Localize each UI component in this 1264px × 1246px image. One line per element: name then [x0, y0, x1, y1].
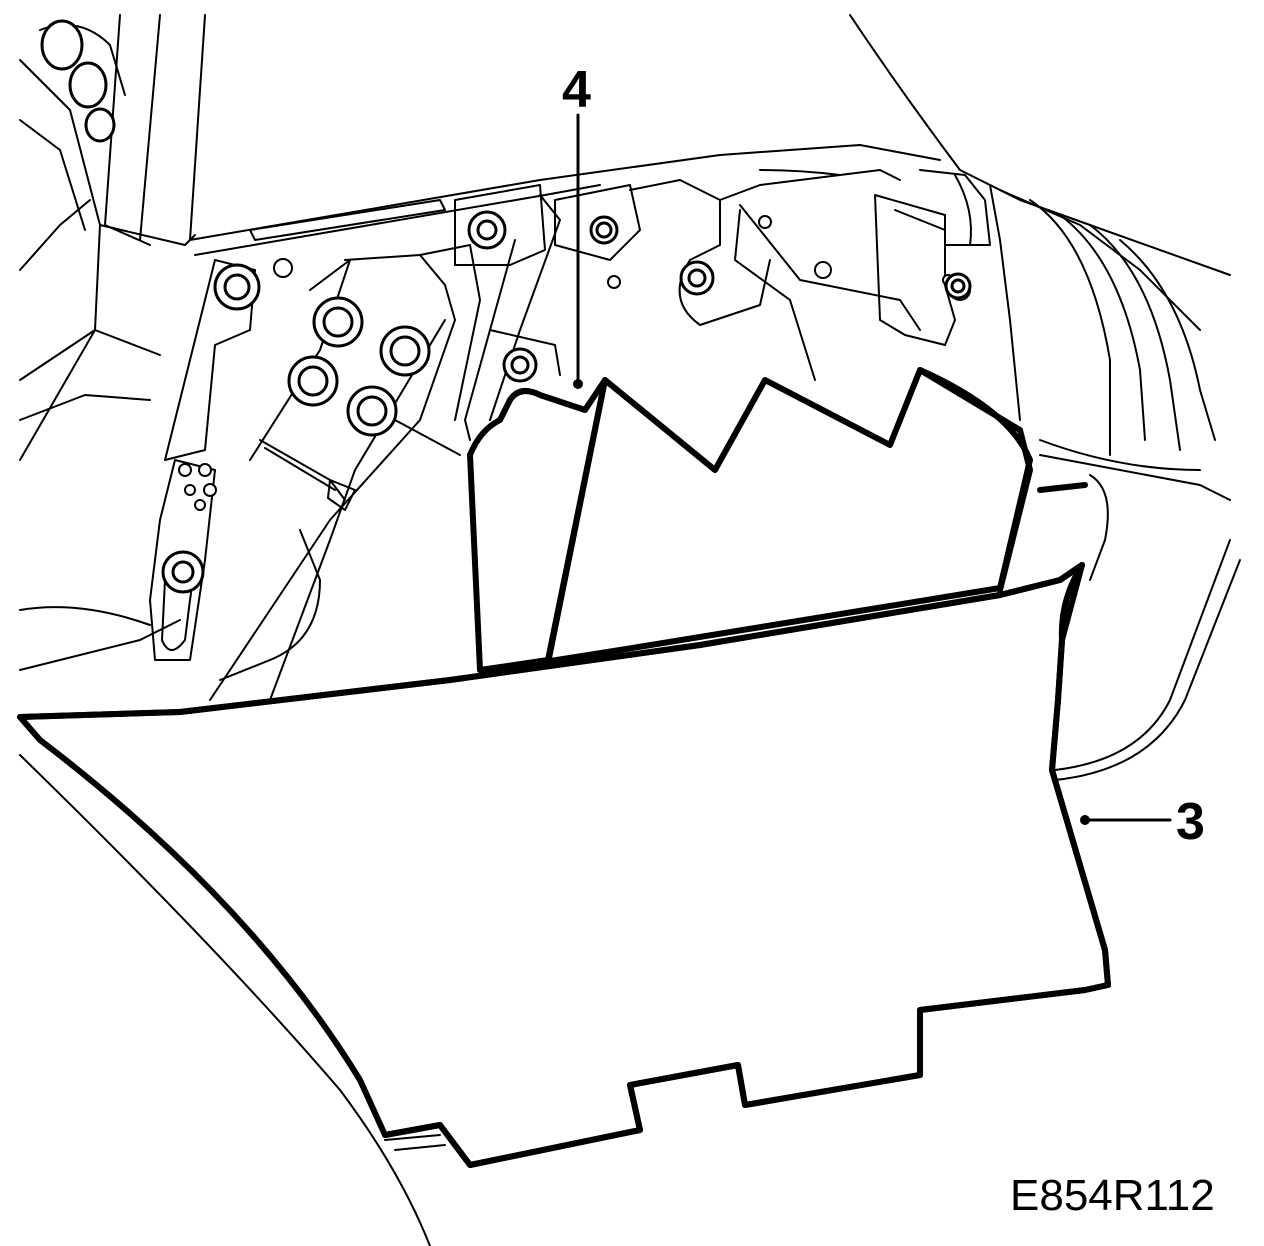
callout-label-3: 3 [1176, 793, 1205, 851]
part-4-panel [467, 367, 1088, 675]
callout-leaders [573, 113, 1172, 825]
bolt-group [161, 210, 972, 594]
part-3-panel [17, 562, 1111, 1168]
figure-code: E854R112 [1010, 1171, 1215, 1220]
body-structure-background [19, 14, 1241, 1246]
callout-label-4: 4 [562, 61, 591, 119]
